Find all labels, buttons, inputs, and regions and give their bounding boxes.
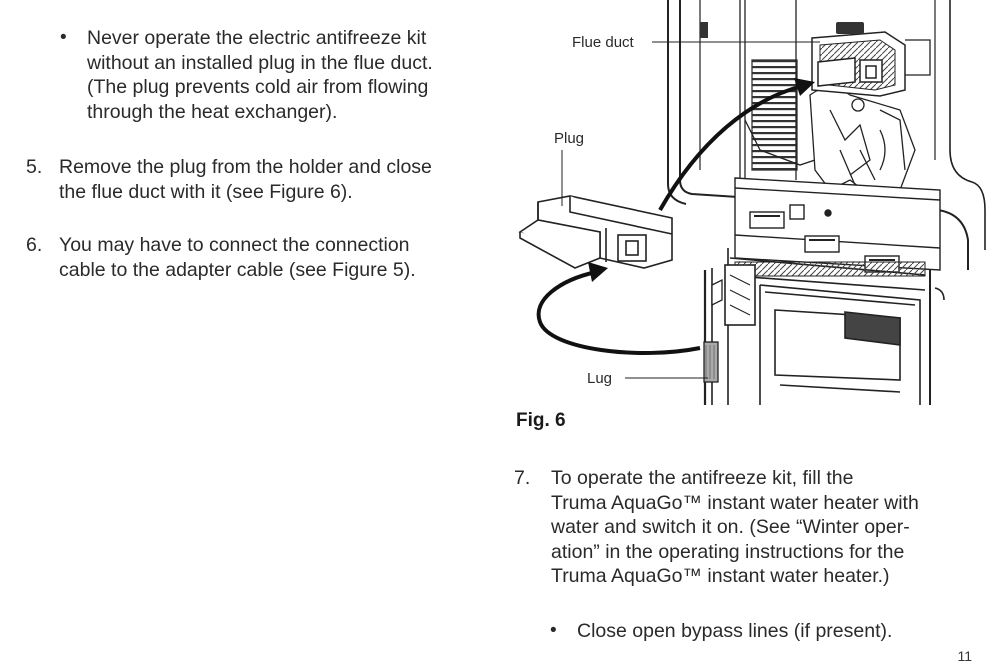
plug-component (518, 195, 673, 269)
figure-6-illustration: Flue duct Plug Lug (518, 0, 986, 405)
page-number: 11 (957, 648, 972, 664)
text-line: Remove the plug from the holder and clos… (59, 156, 432, 178)
step-7-number: 7. (514, 467, 531, 489)
antifreeze-warning-text: Never operate the electric antifreeze ki… (87, 26, 433, 124)
step-7-text: To operate the antifreeze kit, fill the … (551, 466, 919, 589)
bullet-dot: • (550, 620, 557, 641)
bullet-dot: • (60, 27, 67, 48)
step-5-text: Remove the plug from the holder and clos… (59, 155, 432, 204)
lug (703, 278, 723, 383)
text-line: (The plug prevents cold air from flowing (87, 76, 429, 98)
flue-duct (811, 31, 906, 97)
figure-caption: Fig. 6 (516, 410, 566, 431)
step-6-text: You may have to connect the connection c… (59, 233, 416, 282)
text-line: the flue duct with it (see Figure 6). (59, 180, 353, 203)
text-line: cable to the adapter cable (see Figure 5… (59, 258, 416, 281)
control-panel (734, 177, 941, 273)
bypass-bullet-text: Close open bypass lines (if present). (577, 620, 893, 642)
text-line: To operate the antifreeze kit, fill the (551, 467, 854, 489)
text-line: water and switch it on. (See “Winter ope… (551, 516, 910, 538)
arrow-plug-to-flue (658, 78, 815, 211)
top-dark-blocks (700, 22, 864, 38)
flue-duct-label: Flue duct (572, 34, 635, 51)
step-6-number: 6. (26, 234, 43, 256)
text-line: You may have to connect the connection (59, 234, 410, 256)
lug-label: Lug (587, 370, 612, 387)
arrow-lug-to-plug (536, 262, 701, 355)
text-line: Truma AquaGo™ instant water heater with (551, 491, 919, 514)
text-line: Never operate the electric antifreeze ki… (87, 27, 427, 49)
text-line: without an installed plug in the flue du… (87, 51, 433, 74)
heater-lower-section (703, 248, 945, 405)
step-5-number: 5. (26, 156, 43, 178)
text-line: ation” in the operating instructions for… (551, 540, 905, 563)
plug-label: Plug (554, 130, 584, 147)
callout-lines (561, 41, 820, 379)
heater-interior-top (739, 0, 931, 196)
text-line: Truma AquaGo™ instant water heater.) (551, 565, 890, 587)
text-line: through the heat exchanger). (87, 100, 338, 123)
